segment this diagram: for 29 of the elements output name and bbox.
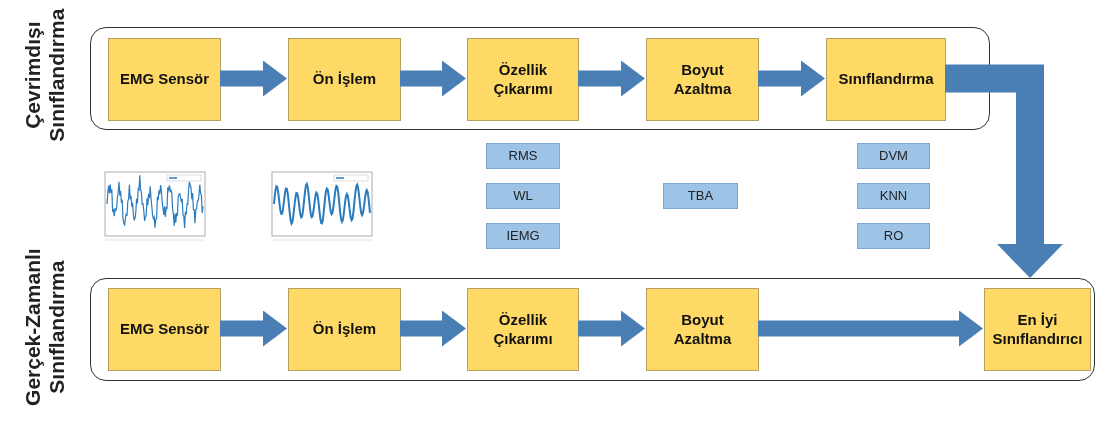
process-box: En İyi Sınıflandırıcı	[984, 288, 1091, 371]
process-box: Özellik Çıkarımı	[467, 288, 579, 371]
method-box: RO	[857, 223, 930, 249]
block-arrow	[758, 60, 825, 97]
process-box: EMG Sensör	[108, 288, 221, 371]
method-box: WL	[486, 183, 560, 209]
process-box: Ön İşlem	[288, 38, 401, 121]
block-arrow	[578, 60, 645, 97]
method-box: RMS	[486, 143, 560, 169]
method-box: IEMG	[486, 223, 560, 249]
block-arrow	[220, 310, 287, 347]
method-box: KNN	[857, 183, 930, 209]
process-box: Sınıflandırma	[826, 38, 946, 121]
process-box: Özellik Çıkarımı	[467, 38, 579, 121]
block-arrow	[400, 60, 466, 97]
block-arrow	[758, 310, 983, 347]
group-panel	[90, 278, 1095, 381]
block-arrow	[220, 60, 287, 97]
process-box: Ön İşlem	[288, 288, 401, 371]
block-arrow	[578, 310, 645, 347]
group-panel	[90, 27, 990, 130]
process-box: Boyut Azaltma	[646, 288, 759, 371]
method-box: DVM	[857, 143, 930, 169]
method-box: TBA	[663, 183, 738, 209]
block-arrow	[400, 310, 466, 347]
section-title: Gerçek-Zamanlı Sınıflandırma	[20, 247, 69, 408]
process-box: EMG Sensör	[108, 38, 221, 121]
process-box: Boyut Azaltma	[646, 38, 759, 121]
section-title: Çevrimdışı Sınıflandırma	[20, 7, 69, 144]
